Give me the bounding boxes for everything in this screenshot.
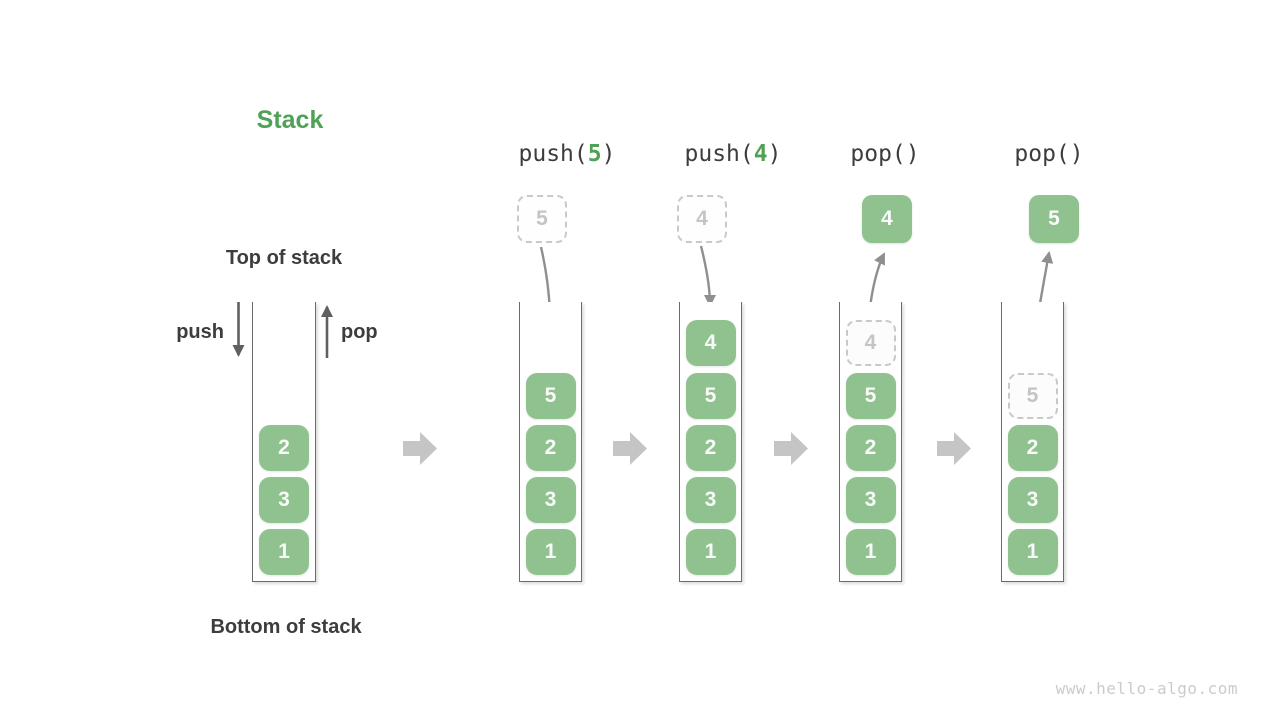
stack-cell: 5: [845, 373, 896, 419]
stack-cell: 5: [525, 373, 576, 419]
stack-cell: 2: [845, 425, 896, 471]
popped-element-box: 4: [862, 195, 912, 243]
stack-cell: 1: [525, 529, 576, 575]
operation-label: pop(): [969, 141, 1129, 167]
popped-element-box: 5: [1029, 195, 1079, 243]
operation-label: push(4): [653, 141, 813, 167]
transition-arrow-icon: [774, 432, 808, 465]
operation-label: pop(): [805, 141, 965, 167]
op-text: pop(: [850, 141, 906, 167]
stack-cell: 2: [525, 425, 576, 471]
pop-label: pop: [341, 321, 378, 343]
stack-cell: 2: [259, 425, 309, 471]
stack-cell: 3: [685, 477, 736, 523]
stack-container-initial: 2 3 1: [252, 302, 316, 582]
op-text: pop(: [1014, 141, 1070, 167]
stack-cell: 3: [1007, 477, 1058, 523]
op-text: push(: [684, 141, 754, 167]
stack-cell: 1: [685, 529, 736, 575]
incoming-element-box: 4: [677, 195, 727, 243]
stack-cell-ghost: 5: [1007, 373, 1058, 419]
op-arg: 4: [753, 141, 768, 167]
incoming-element-box: 5: [517, 195, 567, 243]
op-text: ): [601, 141, 616, 167]
stack-cell: 1: [845, 529, 896, 575]
push-arrow-icon: [699, 245, 716, 307]
transition-arrow-icon: [613, 432, 647, 465]
transition-arrow-icon: [937, 432, 971, 465]
stack-cell: 2: [685, 425, 736, 471]
op-text: ): [905, 141, 920, 167]
stack-cell: 5: [685, 373, 736, 419]
stack-cell: 1: [1007, 529, 1058, 575]
operation-label: push(5): [487, 141, 647, 167]
watermark: www.hello-algo.com: [1055, 679, 1238, 698]
stack-container-2: 4 5 2 3 1: [679, 302, 742, 582]
diagram-title: Stack: [256, 106, 324, 134]
stack-cell: 1: [259, 529, 309, 575]
op-text: push(: [518, 141, 588, 167]
op-text: ): [767, 141, 782, 167]
stack-container-3: 4 5 2 3 1: [839, 302, 902, 582]
stack-cell: 3: [525, 477, 576, 523]
stack-cell: 2: [1007, 425, 1058, 471]
op-arg: 5: [587, 141, 602, 167]
stack-cell: 4: [685, 320, 736, 366]
stack-cell-ghost: 4: [845, 320, 896, 366]
top-of-stack-label: Top of stack: [225, 247, 343, 269]
transition-arrow-icon: [403, 432, 437, 465]
stack-cell: 3: [845, 477, 896, 523]
bottom-of-stack-label: Bottom of stack: [210, 616, 362, 638]
stack-container-4: 5 2 3 1: [1001, 302, 1064, 582]
push-label: push: [176, 321, 224, 343]
op-text: ): [1069, 141, 1084, 167]
stack-cell: 3: [259, 477, 309, 523]
stack-container-1: 5 2 3 1: [519, 302, 582, 582]
